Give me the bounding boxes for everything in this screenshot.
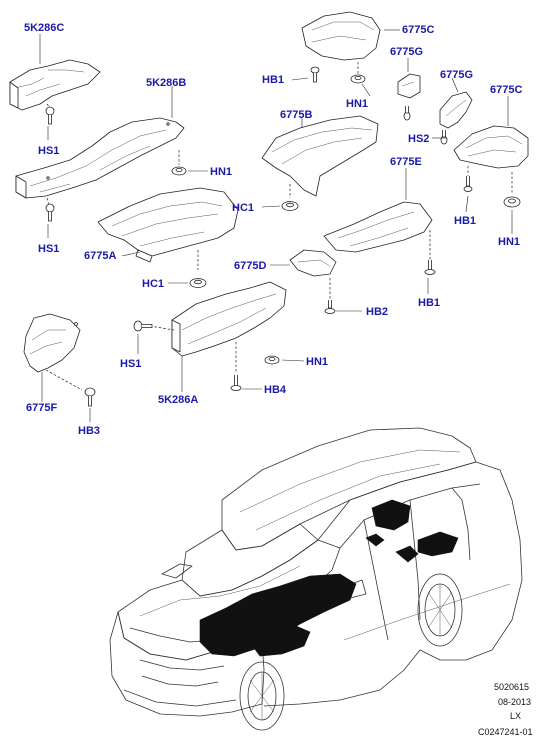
callout-5k286c: 5K286C [24,22,64,34]
screw-hs1 [45,106,55,125]
bolt-hb1-3 [424,260,436,275]
nut-hn1-2 [264,355,280,365]
callout-hs2: HS2 [408,133,429,145]
callout-6775e: 6775E [390,156,422,168]
leader-line [46,197,50,205]
bolt-hb1-2 [463,176,473,192]
callout-labels: 5K286C 6775C 6775G HB1 6775G 6775C HN1 5K286B HS… [24,22,522,437]
callout-6775d: 6775D [234,260,266,272]
heatshield-6775c-2 [453,125,529,169]
shield-5k286b [15,117,185,199]
heatshield-6775a [97,187,239,263]
callout-hn1: HN1 [346,98,368,110]
screw-hs2-2 [440,130,448,145]
leader-line [149,325,175,331]
callout-hn1: HN1 [306,356,328,368]
bolt-hb2 [324,300,336,314]
callout-6775f: 6775F [26,402,57,414]
callout-hb1: HB1 [262,74,284,86]
bolt-hb4 [230,375,242,391]
footer-info: 5020615 08-2013 LX C0247241-01 [478,682,533,737]
callout-hb4: HB4 [264,384,287,396]
nut-hn1-3 [350,74,366,84]
heatshield-6775f [23,313,81,373]
heatshield-6775g-2 [439,91,473,129]
heatshield-6775b [261,115,379,197]
callout-6775b: 6775B [280,109,312,121]
callout-hb2: HB2 [366,306,388,318]
shield-5k286a [171,281,287,357]
callout-leaders [39,29,513,422]
callout-hc1: HC1 [142,278,164,290]
callout-hb1: HB1 [454,215,476,227]
footer-illustration-id: C0247241-01 [478,727,533,737]
callout-hc1: HC1 [232,202,254,214]
nut-hn1 [171,166,187,176]
footer-region: LX [510,711,521,721]
callout-hn1: HN1 [210,166,232,178]
callout-hb1: HB1 [418,297,440,309]
callout-5k286a: 5K286A [158,394,198,406]
callout-hn1: HN1 [498,236,520,248]
callout-5k286b: 5K286B [146,77,186,89]
callout-6775g: 6775G [440,69,473,81]
vehicle-illustration [109,427,523,731]
callout-hs1: HS1 [120,358,141,370]
heatshield-6775c [301,11,381,61]
clip-hc1 [189,278,207,288]
footer-date: 08-2013 [498,697,531,707]
callout-hs1: HS1 [38,145,59,157]
leader-line [45,369,83,391]
heatshield-6775e [323,201,433,253]
callout-6775c: 6775C [490,84,522,96]
callout-hb3: HB3 [78,425,100,437]
heatshield-6775d [289,249,337,277]
callout-6775c: 6775C [402,24,434,36]
leader-line [46,103,51,109]
callout-6775a: 6775A [84,250,116,262]
footer-code: 5020615 [494,682,529,692]
bolt-hb3 [84,387,96,407]
clip-hc1-2 [281,201,299,211]
screw-hs2 [403,106,411,121]
heatshield-6775g [397,73,421,99]
bolt-hb1 [310,66,320,83]
shield-5k286c [9,59,101,111]
callout-6775g: 6775G [390,46,423,58]
screw-hs1-2 [45,203,55,222]
nut-hn1-4 [503,196,521,208]
screw-hs1-3 [133,320,153,332]
callout-hs1: HS1 [38,243,59,255]
vehicle-heatshield-highlights [199,499,459,657]
